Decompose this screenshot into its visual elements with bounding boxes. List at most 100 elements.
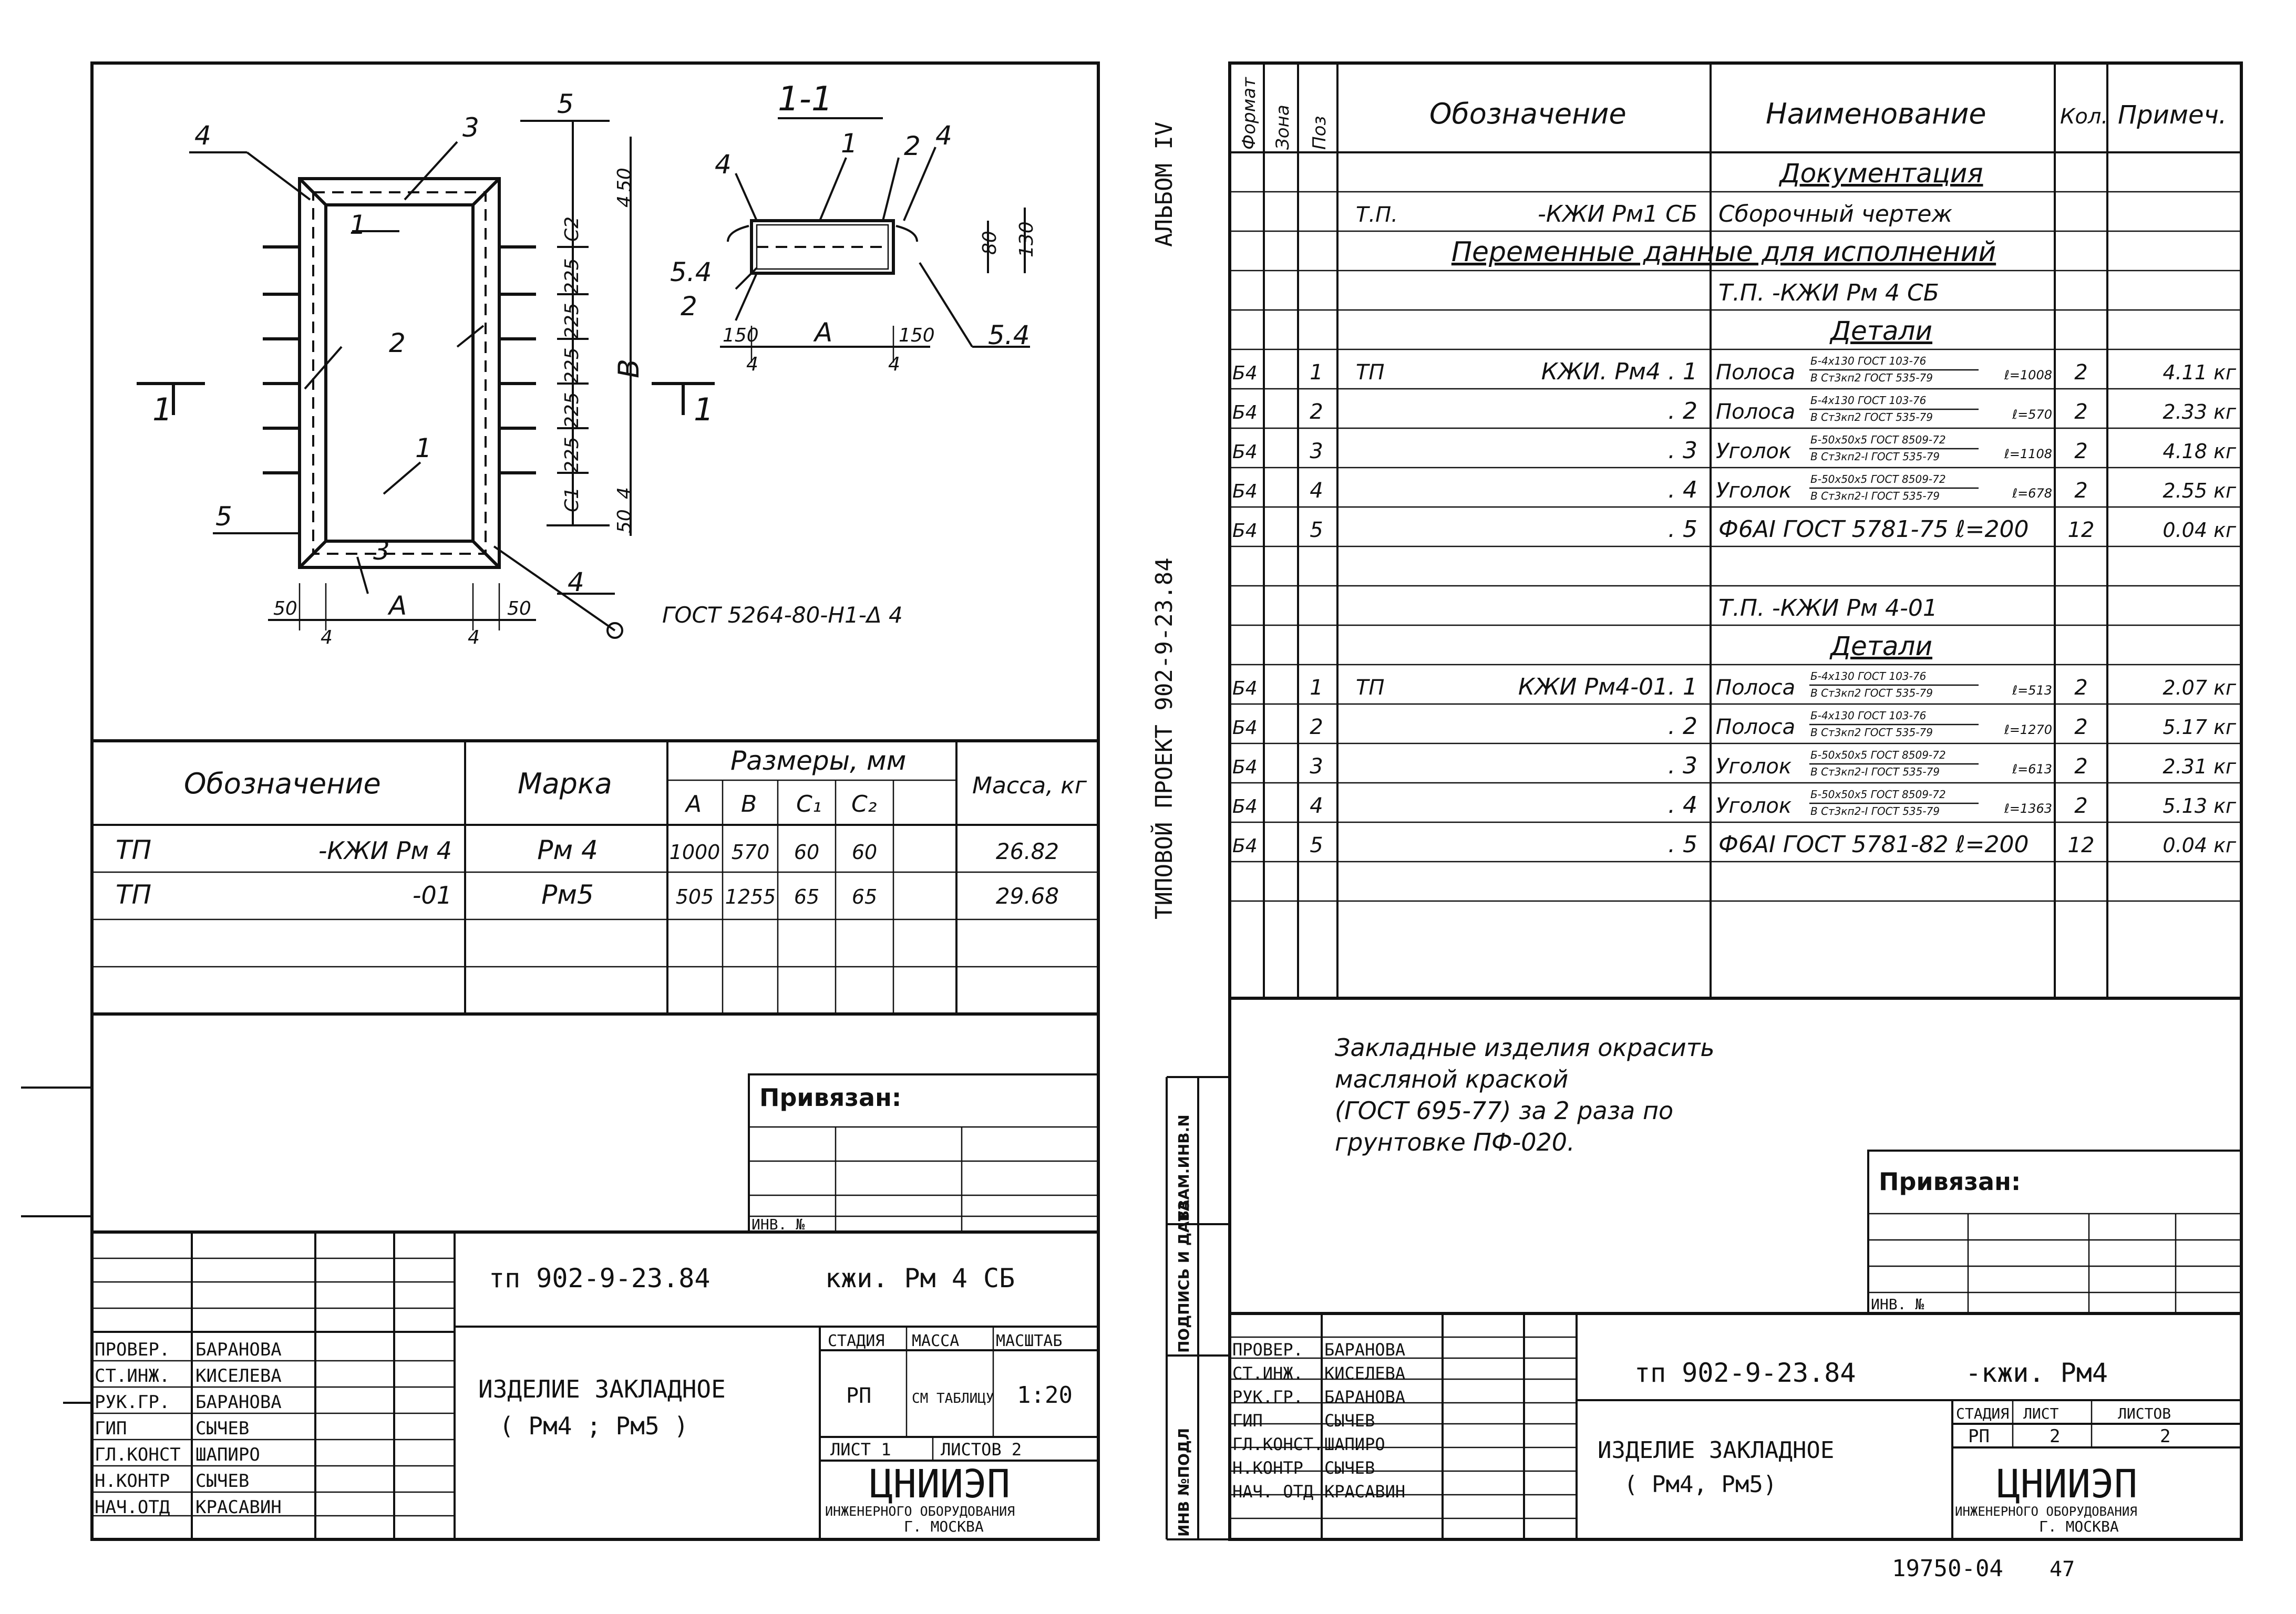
row-pos: 5 (1310, 518, 1323, 542)
row-note: 0.04 кг (2163, 519, 2237, 542)
section-title: 1-1 (778, 80, 833, 119)
row-steel: В Ст3кп2 ГОСТ 535-79 (1810, 411, 1933, 423)
dim: 80 (979, 231, 1001, 255)
row-name: Детали (1829, 631, 1932, 661)
row-name: Сборочный чертеж (1718, 201, 1952, 227)
row-length: ℓ=678 (2012, 486, 2052, 501)
row-c2: 65 (852, 885, 877, 908)
dim: 225 (561, 258, 583, 294)
sheets-header: ЛИСТОВ (2118, 1405, 2171, 1422)
person-role: СТ.ИНЖ. (1232, 1363, 1303, 1383)
person-name: ШАПИРО (1324, 1434, 1385, 1454)
callout: 5.4 (670, 257, 712, 287)
row-note: 0.04 кг (2163, 834, 2237, 857)
row-tp: ТП (1356, 360, 1385, 385)
side-label-inventory: ИНВ №ПОДЛ (1175, 1428, 1192, 1537)
sheet-count: ЛИСТОВ 2 (941, 1440, 1022, 1460)
row-qty: 2 (2074, 400, 2087, 424)
left-inv-label: ИНВ. № (751, 1216, 805, 1233)
right-title-block: тп 902-9-23.84 -кжи. Рм4 ИЗДЕЛИЕ ЗАКЛАДН… (1232, 1340, 2171, 1535)
doc-mark: -кжи. Рм4 (1965, 1358, 2108, 1388)
row-mark: Рм5 (541, 880, 594, 910)
col-b: В (741, 791, 757, 818)
person-role: НАЧ. ОТД (1232, 1482, 1313, 1502)
org-city: Г. МОСКВА (2039, 1518, 2119, 1535)
row-steel: В Ст3кп2-I ГОСТ 535-79 (1810, 450, 1940, 463)
callout: 5 (215, 501, 232, 532)
dim: 4 (468, 627, 480, 648)
row-steel: В Ст3кп2-I ГОСТ 535-79 (1810, 805, 1940, 818)
row-name: Полоса (1716, 715, 1795, 739)
mass-header: МАССА (912, 1332, 959, 1350)
person-role: Н.КОНТР (1232, 1458, 1303, 1478)
row-designation: . 3 (1668, 437, 1697, 464)
variants-table-grid (92, 741, 1098, 1014)
doc-code: тп 902-9-23.84 (1634, 1358, 1856, 1388)
person-role: ПРОВЕР. (95, 1339, 170, 1360)
row-profile: Б-4х130 ГОСТ 103-76 (1810, 355, 1926, 367)
dim: A (387, 591, 407, 621)
row-profile: Б-4х130 ГОСТ 103-76 (1810, 394, 1926, 407)
item-name: ИЗДЕЛИЕ ЗАКЛАДНОЕ (1598, 1437, 1834, 1464)
callout: 4 (715, 149, 732, 180)
row-name: Документация (1779, 158, 1983, 189)
col-pos: Поз (1309, 116, 1330, 150)
row-format: Б4 (1232, 441, 1258, 463)
callout: 2 (681, 291, 697, 322)
row-name: Уголок (1716, 479, 1792, 503)
row-pos: 4 (1310, 479, 1323, 503)
row-format: Б4 (1232, 717, 1258, 739)
dim: 4 (888, 354, 900, 375)
row-designation: . 2 (1668, 398, 1697, 425)
dim: 225 (561, 347, 583, 384)
row-length: ℓ=1363 (2004, 801, 2052, 816)
sheets-value: 2 (2160, 1426, 2170, 1447)
row-designation: . 3 (1668, 752, 1697, 779)
section-1-1-view (720, 117, 1030, 363)
dim: 4 (746, 354, 758, 375)
row-length: ℓ=513 (2012, 683, 2052, 698)
row-steel: В Ст3кп2-I ГОСТ 535-79 (1810, 765, 1940, 778)
row-name: Т.П. -КЖИ Рм 4 СБ (1718, 280, 1939, 306)
row-length: ℓ=570 (2012, 407, 2052, 422)
person-name: КРАСАВИН (1324, 1482, 1405, 1502)
row-name: Полоса (1716, 360, 1795, 385)
person-role: ГЛ.КОНСТ (95, 1444, 181, 1465)
row-format: Б4 (1232, 757, 1258, 778)
org-subtitle: ИНЖЕНЕРНОГО ОБОРУДОВАНИЯ (1955, 1504, 2137, 1519)
person-role: РУК.ГР. (1232, 1387, 1303, 1407)
row-format: Б4 (1232, 402, 1258, 423)
row-tp: Т.П. (1356, 203, 1398, 227)
row-format: Б4 (1232, 835, 1258, 857)
row-profile: Б-50х50х5 ГОСТ 8509-72 (1810, 473, 1946, 485)
person-role: ГИП (1232, 1411, 1263, 1431)
row-note: 2.31 кг (2163, 755, 2237, 778)
row-wide: Переменные данные для исполнений (1451, 236, 1996, 268)
note-line: Закладные изделия окрасить (1335, 1033, 1715, 1062)
row-name: Т.П. -КЖИ Рм 4-01 (1718, 595, 1938, 622)
item-variants: ( Рм4, Рм5) (1624, 1471, 1777, 1498)
right-privyazan-box (1867, 1150, 2242, 1315)
mass-value: СМ ТАБЛИЦУ (912, 1391, 994, 1406)
spec-table-grid (1230, 63, 2241, 998)
callout: 1 (415, 433, 432, 463)
cut-mark-right: 1 (694, 391, 714, 428)
row-note: 5.13 кг (2163, 794, 2237, 818)
person-name: БАРАНОВА (1324, 1340, 1405, 1360)
row-format: Б4 (1232, 481, 1258, 502)
row-mass: 26.82 (996, 839, 1059, 864)
plan-callouts: 4 3 5 1 2 1 3 5 4 4 1 2 4 5.4 2 5.4 1-1 … (152, 80, 1030, 628)
dim: 50 (507, 598, 531, 619)
page-number: 47 (2050, 1557, 2075, 1581)
doc-mark: кжи. Рм 4 СБ (825, 1263, 1015, 1294)
dim: C1 (561, 487, 583, 512)
row-format: Б4 (1232, 520, 1258, 542)
person-name: СЫЧЕВ (1324, 1411, 1375, 1431)
row-format: Б4 (1232, 678, 1258, 699)
dim: 4 (321, 627, 333, 648)
row-a: 505 (676, 885, 714, 908)
row-designation: . 4 (1668, 477, 1697, 503)
person-name: СЫЧЕВ (1324, 1458, 1375, 1478)
row-tp: ТП (1356, 676, 1385, 700)
